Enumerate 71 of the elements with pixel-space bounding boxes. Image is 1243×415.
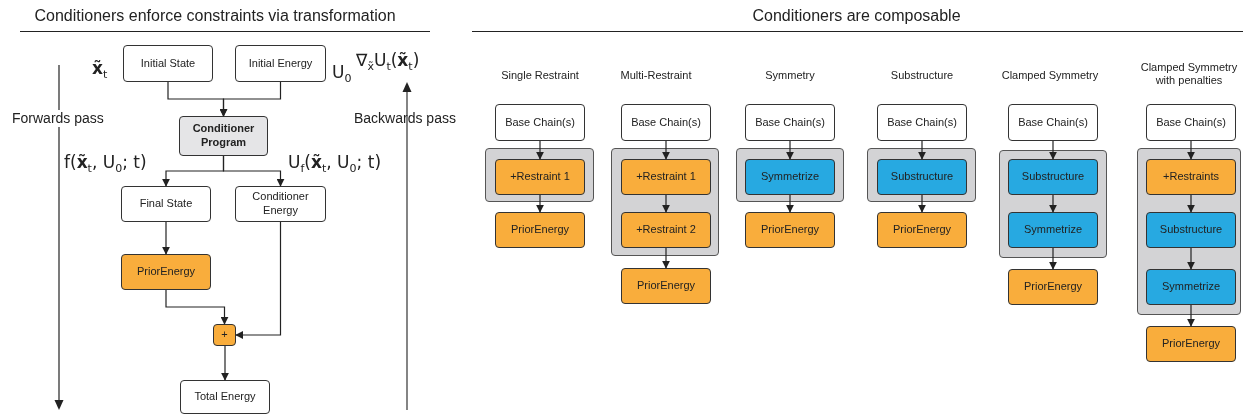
- column-heading: Multi-Restraint: [619, 69, 693, 83]
- column-heading: Substructure: [889, 69, 955, 83]
- process-box: Total Energy: [180, 380, 270, 414]
- arrow: [536, 140, 544, 160]
- arrow: [1187, 247, 1195, 270]
- process-box: Substructure: [877, 159, 967, 195]
- arrow: [162, 221, 170, 255]
- arrow: [165, 289, 229, 325]
- process-box: Base Chain(s): [1008, 104, 1098, 141]
- arrow: [222, 155, 285, 187]
- process-box: Symmetrize: [1146, 269, 1236, 305]
- process-box: +Restraint 1: [495, 159, 585, 195]
- process-box: PriorEnergy: [495, 212, 585, 248]
- process-box: PriorEnergy: [1008, 269, 1098, 305]
- group-container: [485, 148, 594, 202]
- process-box: +Restraint 1: [621, 159, 711, 195]
- arrow: [918, 194, 926, 213]
- arrow: [662, 247, 670, 269]
- process-box: Base Chain(s): [877, 104, 967, 141]
- group-container: [999, 150, 1107, 258]
- process-box: Symmetrize: [745, 159, 835, 195]
- process-box: Symmetrize: [1008, 212, 1098, 248]
- arrow: [1049, 194, 1057, 213]
- arrow: [1187, 194, 1195, 213]
- section-heading: Conditioners enforce constraints via transformation: [33, 6, 397, 26]
- arrow: [235, 221, 282, 339]
- column-heading: Symmetry: [764, 69, 816, 83]
- group-container: [1137, 148, 1241, 315]
- process-box: Initial Energy: [235, 45, 326, 82]
- process-box: Conditioner Energy: [235, 186, 326, 222]
- process-box: Substructure: [1146, 212, 1236, 248]
- process-box: Substructure: [1008, 159, 1098, 195]
- pass-label: Forwards pass: [12, 110, 104, 127]
- arrow: [1187, 304, 1195, 327]
- process-box: Final State: [121, 186, 211, 222]
- column-heading: Clamped Symmetry: [1000, 69, 1100, 83]
- arrow: [786, 140, 794, 160]
- group-container: [867, 148, 976, 202]
- arrow: [219, 81, 282, 117]
- arrow: [662, 140, 670, 160]
- arrow: [1049, 140, 1057, 160]
- process-box: +Restraint 2: [621, 212, 711, 248]
- group-container: [611, 148, 719, 256]
- arrow: [662, 194, 670, 213]
- column-heading: Clamped Symmetry with penalties: [1139, 61, 1239, 88]
- arrow: [1049, 247, 1057, 270]
- math-annotation: U$_{0}$: [332, 62, 352, 86]
- process-box: Base Chain(s): [495, 104, 585, 141]
- arrow: [221, 345, 229, 381]
- process-box: Base Chain(s): [621, 104, 711, 141]
- process-box: Base Chain(s): [745, 104, 835, 141]
- process-box: +Restraints: [1146, 159, 1236, 195]
- process-box: PriorEnergy: [621, 268, 711, 304]
- arrow: [786, 194, 794, 213]
- math-annotation: x̃$_{t}$: [92, 58, 108, 82]
- pass-label: Backwards pass: [354, 110, 457, 127]
- section-heading: Conditioners are composable: [751, 6, 962, 26]
- process-box: PriorEnergy: [121, 254, 211, 290]
- column-heading: Single Restraint: [500, 69, 580, 83]
- arrow: [536, 194, 544, 213]
- arrow: [1187, 140, 1195, 160]
- process-box: PriorEnergy: [877, 212, 967, 248]
- arrow: [918, 140, 926, 160]
- process-box: PriorEnergy: [1146, 326, 1236, 362]
- process-box: +: [213, 324, 236, 346]
- process-box: Base Chain(s): [1146, 104, 1236, 141]
- section-heading: ∇$_{x̃}$U$_{t}$(x̃$_{t}$): [356, 50, 421, 74]
- process-box: Initial State: [123, 45, 213, 82]
- process-box: Conditioner Program: [179, 116, 268, 156]
- process-box: PriorEnergy: [745, 212, 835, 248]
- group-container: [736, 148, 844, 202]
